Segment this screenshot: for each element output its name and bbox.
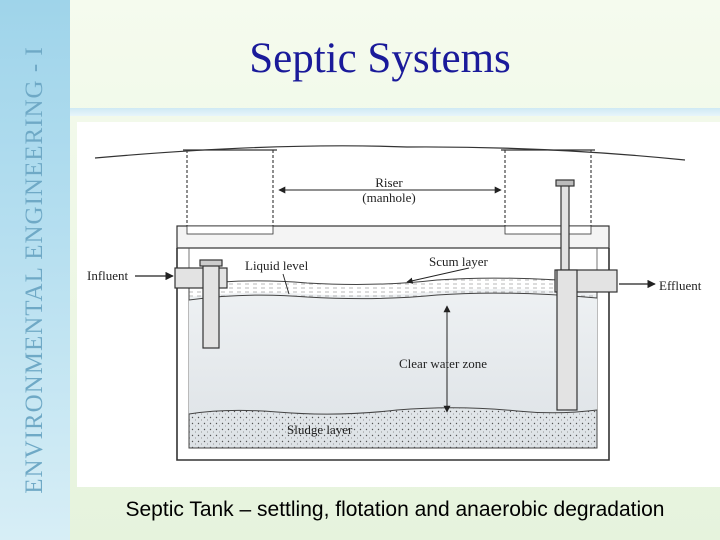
tank-wall <box>176 248 610 461</box>
inlet-tee <box>174 259 228 349</box>
sidebar-course-label: ENVIRONMENTAL ENGINEERING - I <box>21 46 48 494</box>
sludge-layer <box>188 407 598 449</box>
scum-layer-label: Scum layer <box>429 254 489 269</box>
slide-title: Septic Systems <box>249 35 511 82</box>
tank-lid <box>176 225 610 249</box>
slide-caption: Septic Tank – settling, flotation and an… <box>125 498 665 521</box>
scum-layer <box>188 277 598 301</box>
scum-pointer <box>406 267 470 284</box>
manhole-label: (manhole) <box>362 190 415 205</box>
ground-line <box>94 145 686 161</box>
sidebar-banner: ENVIRONMENTAL ENGINEERING - I <box>0 0 70 540</box>
riser-left <box>186 150 274 226</box>
riser-right <box>504 150 592 226</box>
influent-label: Influent <box>87 268 129 283</box>
septic-tank-diagram: Riser (manhole) Influent Effluent Liquid… <box>77 122 720 487</box>
clear-water-zone-label: Clear water zone <box>399 356 487 371</box>
effluent-label: Effluent <box>659 278 702 293</box>
liquid-level-label: Liquid level <box>245 258 309 273</box>
liquid-level-pointer <box>282 273 290 295</box>
water-body <box>189 289 597 448</box>
riser-label: Riser <box>375 175 403 190</box>
sludge-layer-label: Sludge layer <box>287 422 353 437</box>
outlet-tee <box>554 179 618 411</box>
title-divider <box>70 108 720 116</box>
